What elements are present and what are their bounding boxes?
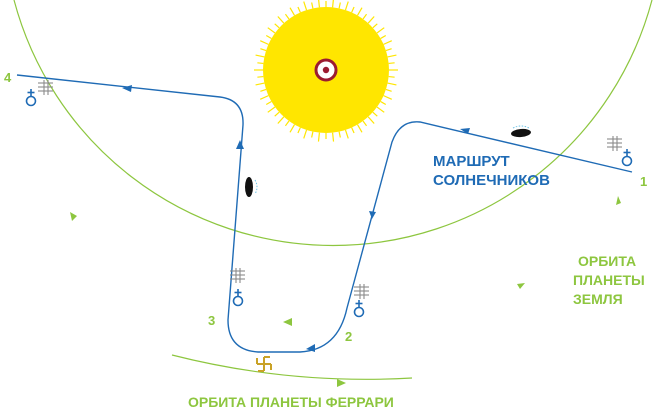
sun-ray [383, 95, 393, 100]
sun-ray [289, 124, 296, 133]
sun-ray [297, 127, 301, 134]
point-3-label: 3 [208, 313, 215, 328]
route-path [16, 74, 633, 353]
route-arrow [122, 85, 132, 92]
earth-orbit-arrow [70, 212, 77, 221]
power-pylon-icon [606, 135, 623, 152]
point-2-label: 2 [345, 329, 352, 344]
earth-orbit-label-line3: ЗЕМЛЯ [573, 291, 623, 307]
sun-ray [311, 2, 314, 9]
sun-ray [338, 2, 341, 9]
sun-ray [297, 6, 301, 13]
sun-ray [259, 95, 269, 100]
sun-ray [317, 132, 321, 142]
earth-orbit-label-line1: ОРБИТА [578, 253, 636, 269]
sun-ray [372, 111, 378, 117]
sun-ray [383, 40, 393, 45]
sun-ray [388, 62, 395, 65]
point-2-marker [353, 283, 370, 318]
point-1-label: 1 [640, 174, 647, 189]
sun-ray [356, 124, 363, 133]
route-arrow [306, 344, 315, 352]
saucer-ship-icon [511, 125, 531, 138]
sun-ray [284, 120, 290, 127]
sun-ray [376, 106, 385, 113]
sun-ray [259, 40, 269, 45]
sun-ray [344, 129, 349, 139]
sun-ray [277, 116, 285, 124]
sun-ray [289, 7, 296, 16]
sun-ray [277, 16, 285, 24]
sun-ray [387, 82, 397, 86]
sun-ray [367, 116, 375, 124]
sun-ray [372, 23, 378, 29]
venus-symbol-icon [25, 88, 37, 107]
sun-ray [331, 0, 334, 8]
route-label-line2: СОЛНЕЧНИКОВ [433, 172, 550, 189]
earth-orbit-arrow [517, 283, 525, 289]
ferrari-orbit-label: ОРБИТА ПЛАНЕТЫ ФЕРРАРИ [188, 394, 394, 410]
route-arrow [460, 128, 470, 134]
venus-symbol-icon [232, 288, 244, 307]
sun-ray [267, 106, 276, 113]
ferrari-orbit-arrow [337, 379, 346, 387]
power-pylon-icon [37, 79, 54, 96]
sun-ray [255, 54, 265, 58]
sun-ray [274, 23, 280, 29]
sun-ray [388, 75, 395, 78]
sun-ray [260, 88, 267, 92]
sun-ray [311, 131, 314, 138]
ferrari-orbit [171, 354, 413, 380]
sun [254, 0, 398, 142]
sun-ray [255, 82, 265, 86]
sun-ray [257, 75, 264, 78]
sun-ray [318, 0, 321, 8]
power-pylon-icon [353, 283, 370, 300]
sun-ray [344, 1, 349, 11]
sun-ray [331, 132, 335, 142]
sun-ray [385, 88, 392, 92]
venus-symbol-icon [621, 148, 633, 167]
sun-ray [303, 1, 308, 11]
sun-ray [387, 54, 397, 58]
sun-ray [380, 34, 387, 40]
earth-orbit [13, 0, 653, 247]
route-label-line1: МАРШРУТ [433, 153, 510, 170]
sun-ray [303, 129, 308, 139]
sun-ray [351, 6, 355, 13]
sun-ray [380, 100, 387, 106]
sun-ray [265, 34, 272, 40]
sun-ray [362, 13, 368, 20]
sun-ray [338, 131, 341, 138]
point-4-label: 4 [4, 70, 12, 85]
point-1-marker [606, 135, 633, 167]
sun-ray [376, 27, 385, 34]
route-arrow [236, 140, 244, 149]
earth-orbit-arrow [283, 318, 292, 326]
sun-ray [265, 100, 272, 106]
saucer-ship-icon [245, 177, 258, 197]
sun-ray [274, 111, 280, 117]
sun-ray [260, 48, 267, 52]
route-arrow [369, 211, 376, 219]
earth-orbit-arrow [616, 196, 621, 205]
sun-ray [356, 7, 363, 16]
sun-ray [351, 127, 355, 134]
sun-ray [257, 62, 264, 65]
earth-orbit-label-line2: ПЛАНЕТЫ [573, 272, 645, 288]
swastika-symbol-icon [256, 356, 272, 372]
sun-ray [362, 120, 368, 127]
sun-ray [367, 16, 375, 24]
sun-ray [385, 48, 392, 52]
venus-symbol-icon [353, 299, 365, 318]
sun-ray [284, 13, 290, 20]
sun-ray [267, 27, 276, 34]
